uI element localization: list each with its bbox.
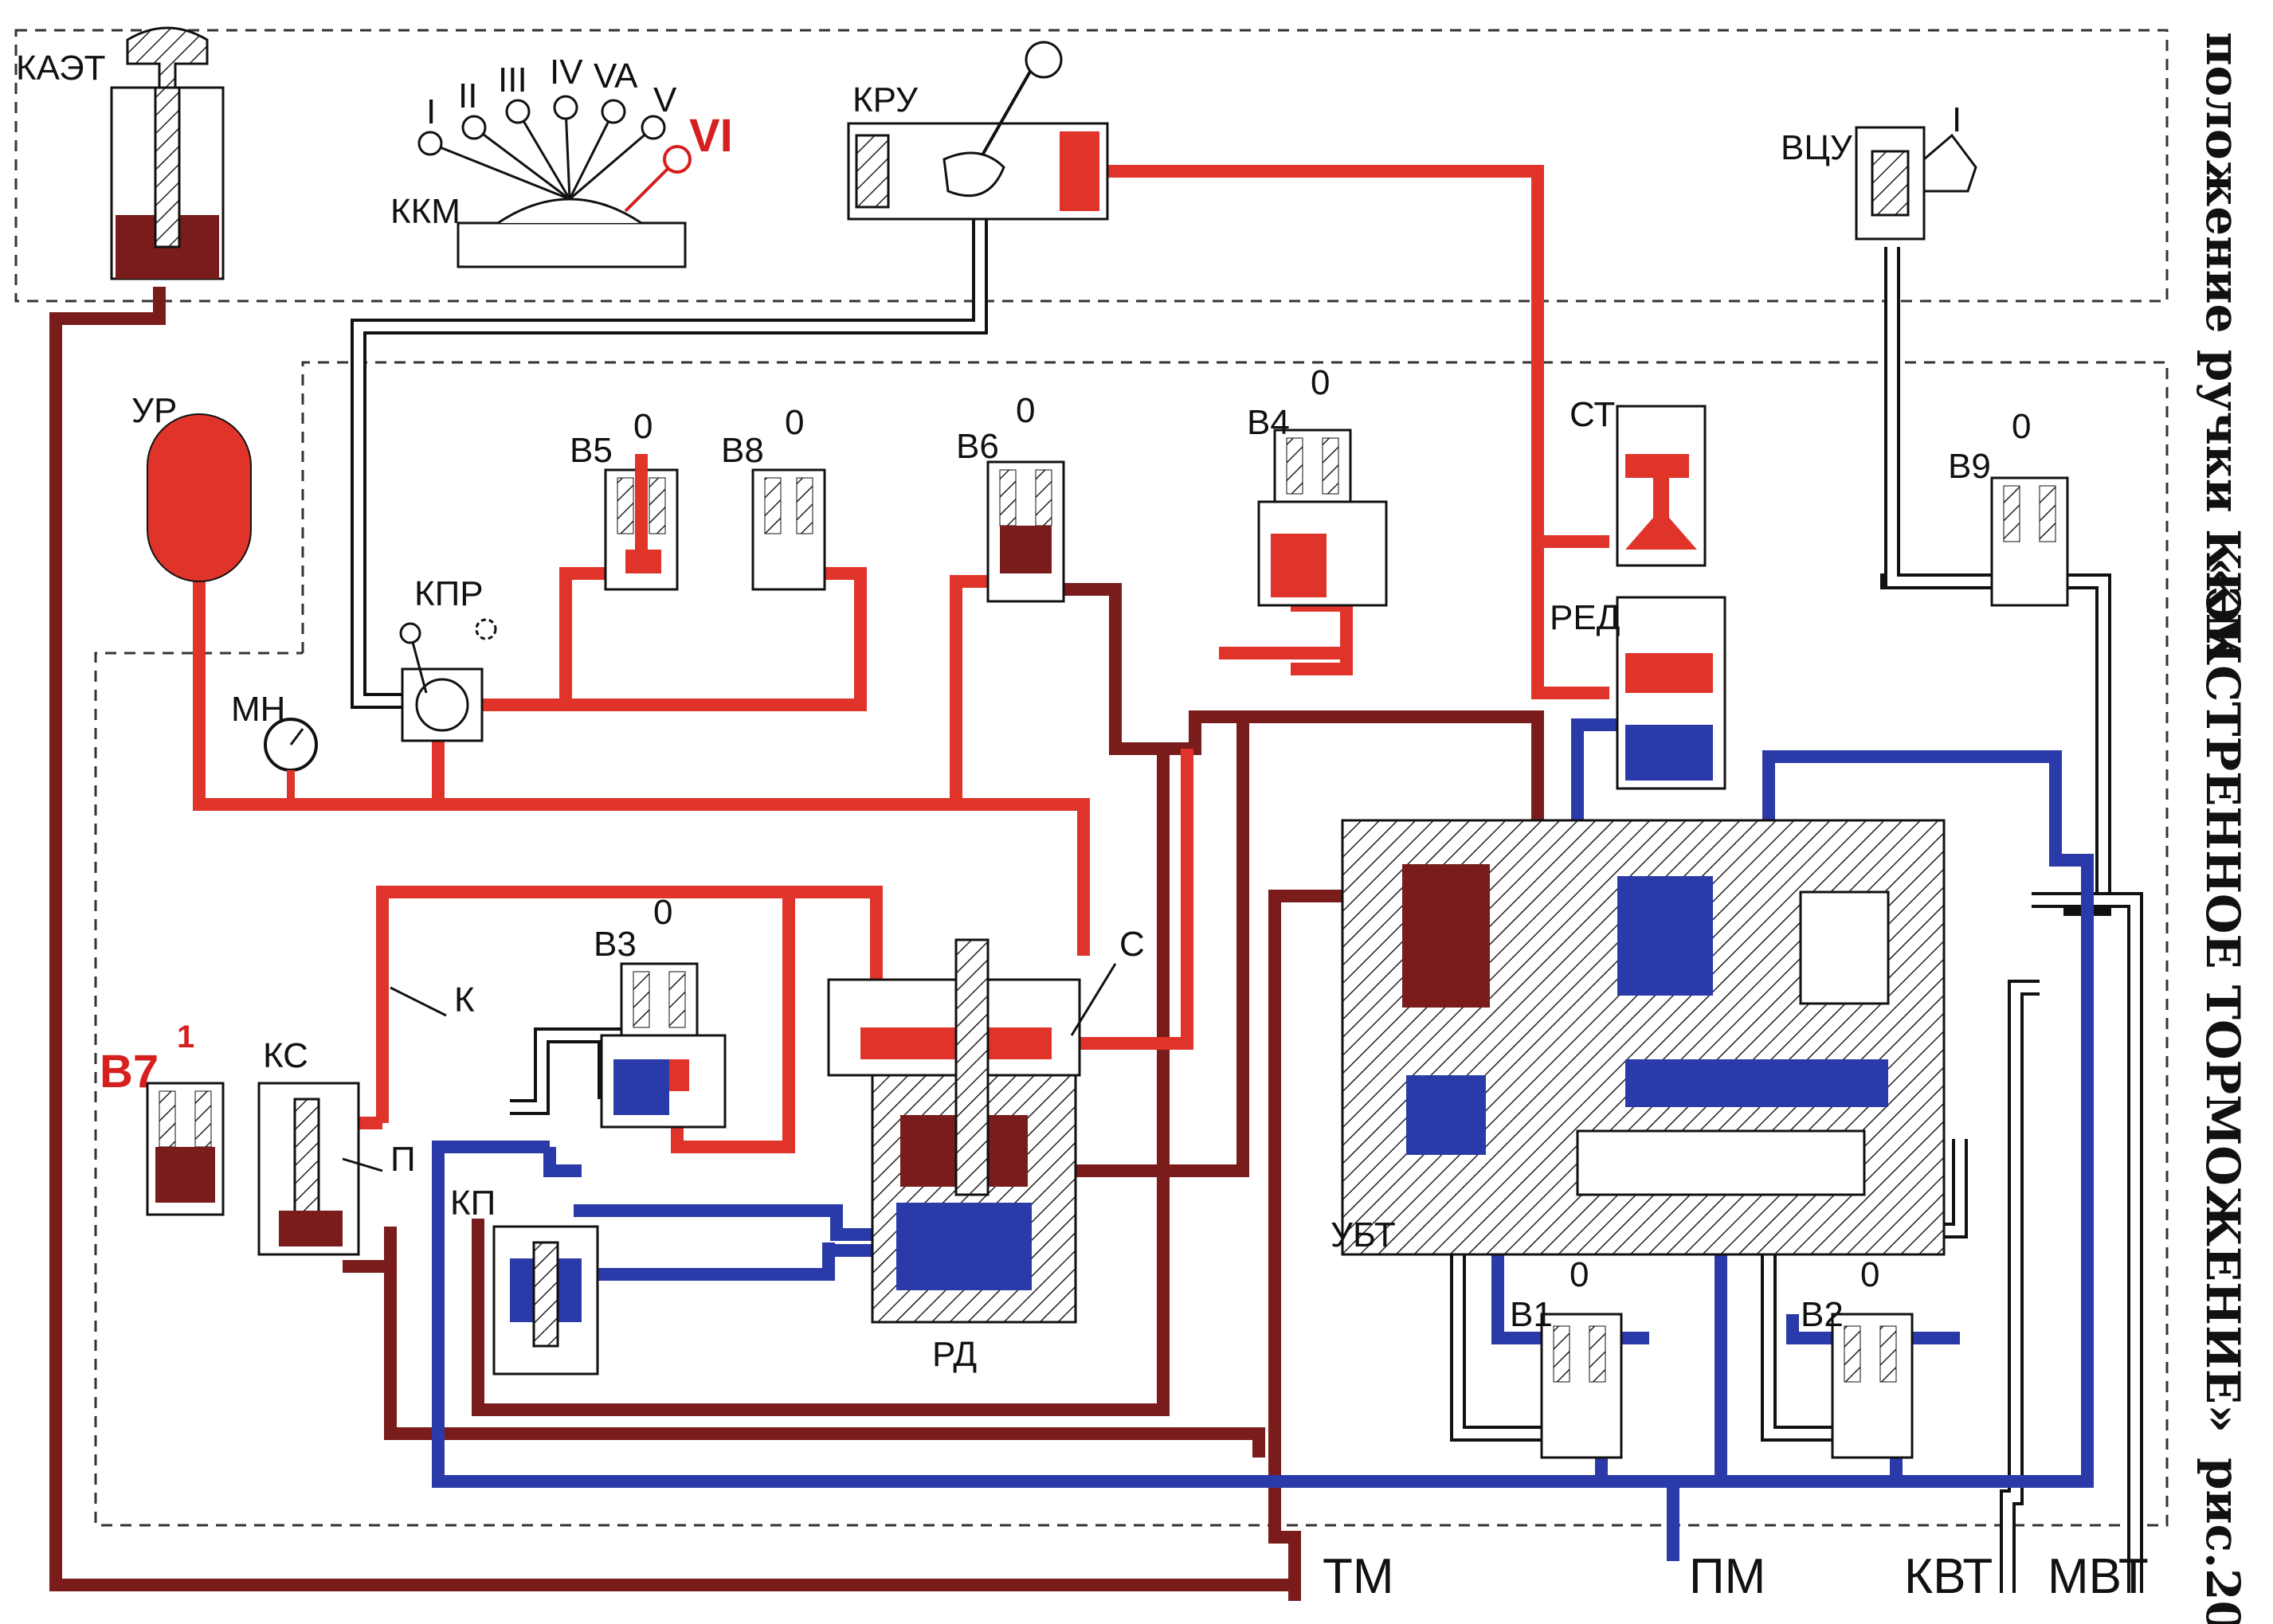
kp-valve[interactable]: КП [450, 1184, 599, 1376]
figure-number: рис.20 [2196, 1458, 2250, 1624]
v2-label: В2 [1801, 1295, 1844, 1334]
valve-v4[interactable]: В4 0 [1247, 363, 1388, 607]
port-tm: ТМ [1323, 1549, 1394, 1604]
v6-label: В6 [956, 427, 999, 466]
kpr-label: КПР [414, 574, 484, 613]
valve-v3[interactable]: В3 0 [594, 893, 727, 1129]
v9-pos: 0 [2012, 407, 2031, 446]
kaet-label: КАЭТ [16, 49, 106, 88]
mode-title: «ЭКСТРЕННОЕ ТОРМОЖЕНИЕ» [2196, 558, 2250, 1433]
port-mvt: МВТ [2048, 1549, 2149, 1604]
c-label: С [1119, 925, 1145, 964]
vcu-valve[interactable]: ВЦУ I [1781, 100, 1977, 241]
port-kvt: КВТ [1904, 1549, 1993, 1604]
red-label: РЕД [1550, 598, 1620, 637]
ubt-label: УБТ [1330, 1215, 1396, 1254]
v9-label: В9 [1948, 447, 1991, 486]
valve-v5[interactable]: В5 0 [570, 407, 679, 591]
kkm-label: ККМ [390, 192, 460, 231]
kpr-valve[interactable]: КПР [399, 574, 497, 742]
red-reducer[interactable]: РЕД [1550, 596, 1726, 790]
rd-label: РД [932, 1335, 977, 1374]
k-leader [390, 986, 447, 1017]
v8-pos: 0 [785, 403, 804, 442]
v1-label: В1 [1510, 1295, 1553, 1334]
kkm-pos-2: II [458, 76, 477, 115]
mn-gauge: МН [231, 690, 318, 804]
kru-valve[interactable]: КРУ [847, 41, 1109, 221]
v7-label: В7 [100, 1046, 159, 1098]
ur-reservoir: УР [131, 391, 252, 582]
rd-relay[interactable]: РД С [827, 925, 1145, 1374]
kkm-pos-7: VI [689, 110, 733, 162]
k-label: К [454, 980, 475, 1019]
v3-label: В3 [594, 925, 637, 964]
ks-label: КС [263, 1036, 308, 1075]
kkm-pos-1: I [426, 92, 436, 131]
ubt-block[interactable]: УБТ [1330, 819, 1946, 1256]
v1-pos: 0 [1570, 1255, 1589, 1294]
kkm-pos-3: III [498, 61, 527, 100]
port-pm: ПМ [1689, 1549, 1765, 1604]
kkm-controller[interactable]: I II III IV VA V VI ККМ [390, 53, 733, 268]
handle-panel-border [14, 29, 2169, 303]
valve-v1[interactable]: В1 0 [1510, 1255, 1623, 1459]
v4-label: В4 [1247, 403, 1290, 442]
handle-position-caption: положение ручки ККМ [2196, 32, 2250, 664]
v6-pos: 0 [1016, 391, 1035, 430]
vcu-position: I [1952, 100, 1961, 139]
kkm-pos-6: V [653, 80, 677, 119]
v7-pos: 1 [177, 1019, 194, 1055]
v2-pos: 0 [1860, 1255, 1879, 1294]
vcu-label: ВЦУ [1781, 128, 1853, 167]
p-label: П [390, 1140, 416, 1179]
v5-label: В5 [570, 431, 613, 470]
kkm-pos-4: IV [550, 53, 583, 92]
red-pipes [193, 165, 1609, 1153]
valve-v8[interactable]: В8 0 [721, 403, 826, 591]
v4-pos: 0 [1311, 363, 1330, 402]
mn-label: МН [231, 690, 285, 729]
v8-label: В8 [721, 431, 764, 470]
kaet-valve[interactable]: КАЭТ [16, 26, 225, 280]
valve-v2[interactable]: В2 0 [1801, 1255, 1914, 1459]
valve-v9[interactable]: В9 0 [1948, 407, 2069, 607]
valve-v6[interactable]: В6 0 [956, 391, 1065, 603]
st-label: СТ [1570, 395, 1615, 434]
valve-v7[interactable]: В7 1 [100, 1019, 225, 1216]
st-valve[interactable]: СТ [1570, 395, 1707, 567]
kru-label: КРУ [852, 80, 919, 119]
ks-valve[interactable]: КС П [257, 1036, 416, 1256]
kkm-pos-5: VA [594, 57, 638, 96]
v5-pos: 0 [633, 407, 653, 446]
v3-pos: 0 [653, 893, 672, 932]
ur-label: УР [131, 391, 177, 430]
kp-label: КП [450, 1184, 496, 1223]
lower-panel-border [94, 361, 2169, 1527]
